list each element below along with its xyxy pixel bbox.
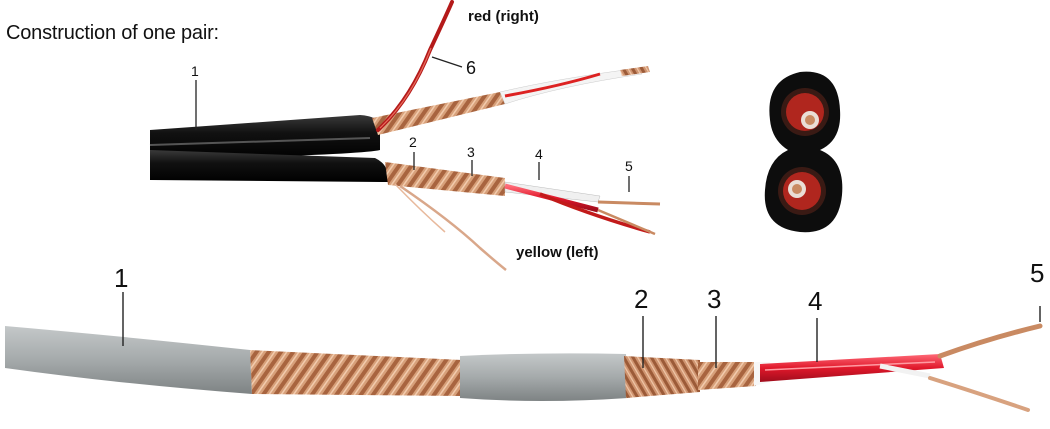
bottom-number-3: 3 (707, 284, 721, 315)
copper-strand-upper (940, 326, 1040, 356)
bottom-number-5: 5 (1030, 258, 1044, 289)
bottom-braid-2 (624, 356, 700, 398)
top-lower-braid (385, 162, 505, 196)
bottom-number-2: 2 (634, 284, 648, 315)
copper-strand-lower (930, 378, 1028, 410)
cross-section-photo (765, 72, 843, 233)
top-number-6: 6 (466, 58, 476, 79)
red-conductor (760, 354, 944, 382)
red-right-label: red (right) (468, 8, 539, 25)
diagram-heading: Construction of one pair: (6, 22, 219, 45)
top-lower-jacket (150, 150, 388, 182)
top-number-1: 1 (191, 63, 199, 79)
bottom-braid-1 (250, 350, 462, 396)
bottom-jacket (5, 326, 252, 394)
bottom-number-1: 1 (114, 263, 128, 294)
top-number-4: 4 (535, 146, 543, 162)
top-number-2: 2 (409, 134, 417, 150)
top-number-5: 5 (625, 158, 633, 174)
bottom-number-4: 4 (808, 286, 822, 317)
yellow-drain-wire (400, 186, 506, 270)
bottom-shield-3 (698, 362, 756, 390)
yellow-left-label: yellow (left) (516, 244, 599, 261)
bottom-jacket-mid (460, 353, 628, 401)
top-number-3: 3 (467, 144, 475, 160)
bottom-cable-photo (5, 292, 1040, 410)
top-cable-photo (150, 2, 660, 270)
